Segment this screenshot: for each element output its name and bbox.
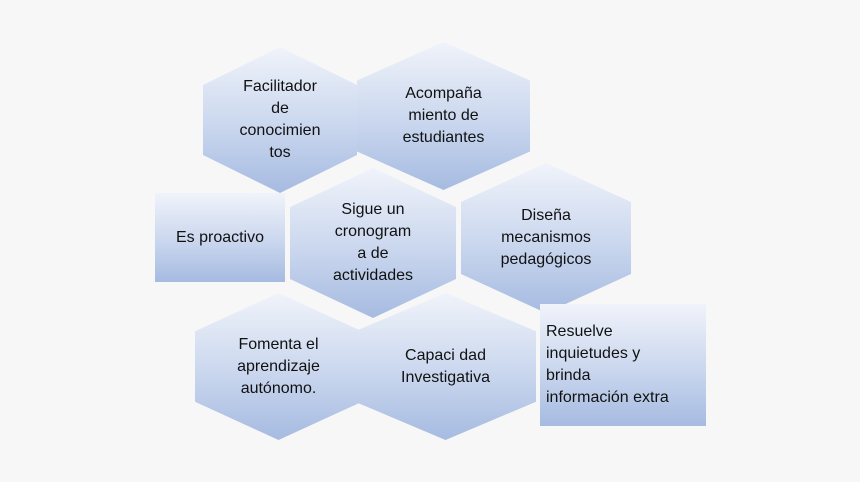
item-line: Fomenta el (238, 335, 319, 353)
item-line: estudiantes (402, 129, 485, 146)
rect-resuelve: Resuelve inquietudes y brinda informació… (540, 304, 706, 426)
item-line: Sigue un (341, 201, 405, 218)
hex-fomenta: Fomenta el aprendizaje autónomo. (195, 293, 362, 440)
hex-capacidad: Capaci dad Investigativa (355, 293, 536, 440)
item-line: inquietudes y (546, 345, 641, 362)
rect-proactivo: Es proactivo (155, 193, 285, 282)
item-line: información extra (546, 389, 669, 406)
item-line: Es proactivo (175, 228, 265, 246)
item-line: actividades (332, 267, 414, 284)
item-line: Facilitador (243, 78, 317, 95)
item-line: a de (357, 245, 389, 262)
hex-acompanamiento: Acompaña miento de estudiantes (357, 42, 530, 190)
item-line: brinda (546, 367, 591, 384)
item-line: Diseña (521, 207, 571, 224)
hex-disena: Diseña mecanismos pedagógicos (461, 163, 631, 313)
item-line: conocimien (239, 122, 321, 139)
item-line: Resuelve (546, 323, 613, 340)
item-line: autónomo. (240, 379, 317, 397)
item-line: cronogram (334, 223, 412, 240)
item-line: Investigativa (401, 368, 490, 386)
hex-facilitador: Facilitador de conocimien tos (203, 47, 357, 193)
item-line: Capaci dad (405, 346, 486, 364)
item-line: tos (269, 144, 291, 161)
item-line: de (271, 100, 289, 117)
item-line: miento de (408, 107, 479, 124)
item-line: Acompaña (405, 85, 482, 102)
hex-cronograma: Sigue un cronogram a de actividades (290, 168, 456, 318)
item-line: pedagógicos (500, 251, 592, 268)
item-line: aprendizaje (237, 357, 320, 375)
item-line: mecanismos (501, 229, 591, 246)
